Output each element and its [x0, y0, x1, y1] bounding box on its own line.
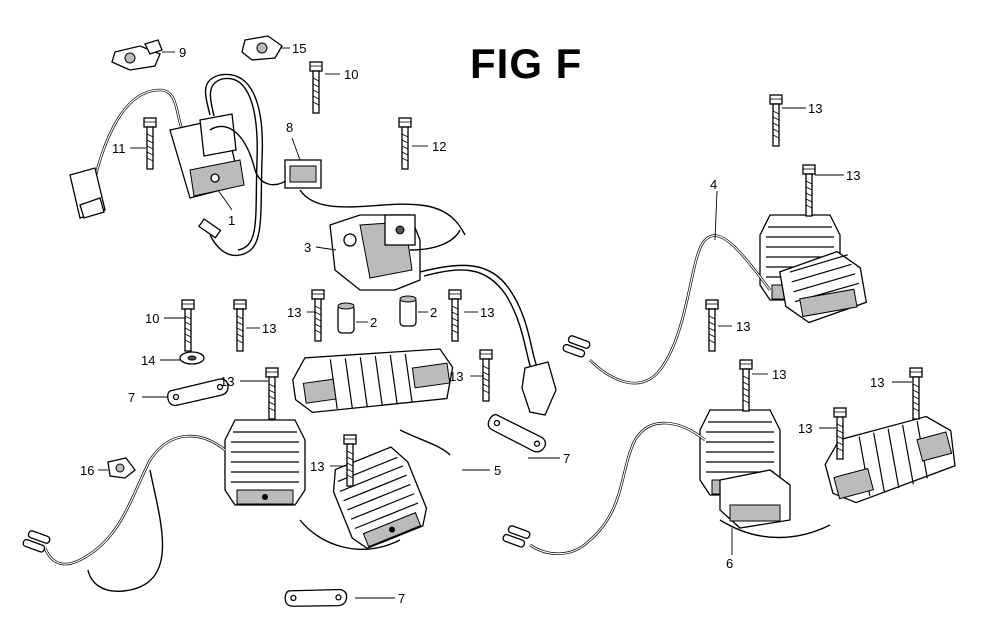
callout-5: 5	[494, 463, 501, 478]
callout-13-l: 13	[798, 421, 812, 436]
charge-coil-assembly-5	[21, 348, 454, 592]
callout-2-left: 2	[370, 315, 377, 330]
plate-7c	[282, 578, 349, 618]
coil-assembly-4	[561, 214, 868, 385]
clip-9	[111, 39, 163, 71]
plate-7a	[167, 378, 229, 407]
callout-10-top: 10	[344, 67, 358, 82]
ignition-coil-assembly	[69, 73, 291, 257]
callout-14: 14	[141, 353, 155, 368]
callout-13-e: 13	[449, 369, 463, 384]
callout-7-bottom: 7	[398, 591, 405, 606]
washer-14	[179, 351, 205, 365]
callout-13-c: 13	[480, 305, 494, 320]
callout-labels: 9 15 10 8 11 1 12 3 2 2 13 13 13 10 14 7…	[80, 41, 884, 606]
callout-13-b: 13	[262, 321, 276, 336]
ignition-module-3	[329, 214, 557, 416]
callout-7-left: 7	[128, 390, 135, 405]
callout-16: 16	[80, 463, 94, 478]
callout-3: 3	[304, 240, 311, 255]
callout-13-j: 13	[736, 319, 750, 334]
callout-15: 15	[292, 41, 306, 56]
spacer-2b	[399, 295, 417, 327]
figure-title: FIG F	[470, 40, 583, 87]
connector-8	[284, 159, 466, 236]
callout-1: 1	[228, 213, 235, 228]
callout-13-m: 13	[870, 375, 884, 390]
callout-10-left: 10	[145, 311, 159, 326]
spacer-2a	[337, 302, 355, 334]
callout-13-i: 13	[846, 168, 860, 183]
callout-7-right: 7	[563, 451, 570, 466]
callout-11: 11	[112, 141, 126, 156]
callout-13-f: 13	[310, 459, 324, 474]
callout-13-h: 13	[808, 101, 822, 116]
callout-12: 12	[432, 139, 446, 154]
callout-4: 4	[710, 177, 717, 192]
clip-16	[107, 457, 136, 479]
callout-leaders	[98, 47, 912, 599]
callout-13-a: 13	[287, 305, 301, 320]
callout-6: 6	[726, 556, 733, 571]
coil-assembly-6	[501, 409, 956, 555]
callout-8: 8	[286, 120, 293, 135]
callout-13-d: 13	[220, 374, 234, 389]
callout-2-right: 2	[430, 305, 437, 320]
callout-13-k: 13	[772, 367, 786, 382]
callout-9: 9	[179, 45, 186, 60]
clip-15	[241, 35, 283, 61]
